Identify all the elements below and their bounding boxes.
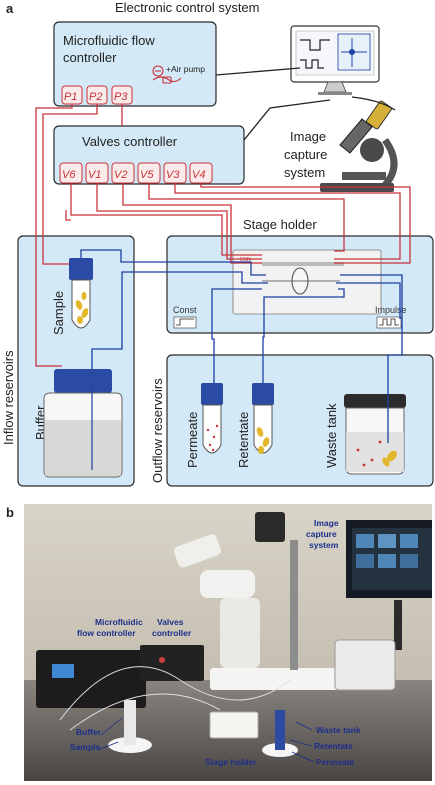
valve-v3: V3 [166,169,180,181]
port-p3: P3 [114,91,128,103]
air-pump-label: +Air pump [166,64,205,74]
impulse-label: Impulse [375,305,407,315]
photo-waste-tank-label: Waste tank [316,725,361,735]
valve-v4: V4 [192,169,205,181]
photo-image-capture-line2: capture [306,529,337,539]
outflow-reservoirs-label: Outflow reservoirs [150,378,165,483]
photo-flow-controller-line2: flow controller [77,628,136,638]
waste-tank-icon [344,394,406,475]
photo-stage-holder-label: Stage holder [205,757,257,767]
lab-setup-photo [24,504,432,781]
waste-tank-label: Waste tank [324,403,339,468]
photo-permeate-label: Permeate [316,757,355,767]
microscope-icon [320,100,398,192]
chip-logo: ENN [240,257,251,263]
fluid-lines [80,249,403,443]
electronic-control-title: Electronic control system [115,0,260,15]
sample-tube-icon [69,258,93,329]
photo-retentate-label: Retentate [314,741,353,751]
flow-controller-box: Microfluidic flow controller +Air pump [53,21,217,107]
photo-image-capture-line3: system [309,540,339,550]
image-capture-line3: system [284,165,325,180]
panel-b-letter: b [6,505,14,520]
computer-monitor-icon [290,25,380,95]
valve-v2: V2 [114,169,127,181]
image-capture-line1: Image [290,129,326,144]
valve-v1: V1 [88,169,101,181]
flow-controller-line1: Microfluidic flow [63,33,155,48]
photo-label-pointers [97,717,315,763]
buffer-bottle-icon [43,369,123,478]
air-pump-icon [152,65,182,84]
pressure-ports: P1 P2 P3 [61,85,133,105]
photo-valves-controller-line1: Valves [157,617,184,627]
panel-a-letter: a [6,1,14,16]
valves-controller-label: Valves controller [82,134,178,149]
valve-v5: V5 [140,169,154,181]
retentate-label: Retentate [236,412,251,468]
permeate-label: Permeate [185,412,200,468]
photo-buffer-label: Buffer [76,727,102,737]
retentate-tube-icon [252,383,274,454]
flow-controller-line2: controller [63,50,117,65]
photo-image-capture-line1: Image [314,518,339,528]
stage-holder-label: Stage holder [243,217,317,232]
valve-v6: V6 [62,169,76,181]
port-p2: P2 [89,91,102,103]
photo-valves-controller-line2: controller [152,628,192,638]
port-p1: P1 [64,91,77,103]
const-label: Const [173,305,197,315]
inflow-reservoirs-label: Inflow reservoirs [1,350,16,445]
pressure-lines [35,104,411,367]
photo-flow-controller-line1: Microfluidic [95,617,143,627]
control-cables [215,67,396,141]
image-capture-line2: capture [284,147,327,162]
stage-holder-box: Stage holder ENN Const Impulse [166,217,434,334]
permeate-tube-icon [201,383,223,454]
photo-sample-label: Sample [70,742,101,752]
sample-label: Sample [51,291,66,335]
